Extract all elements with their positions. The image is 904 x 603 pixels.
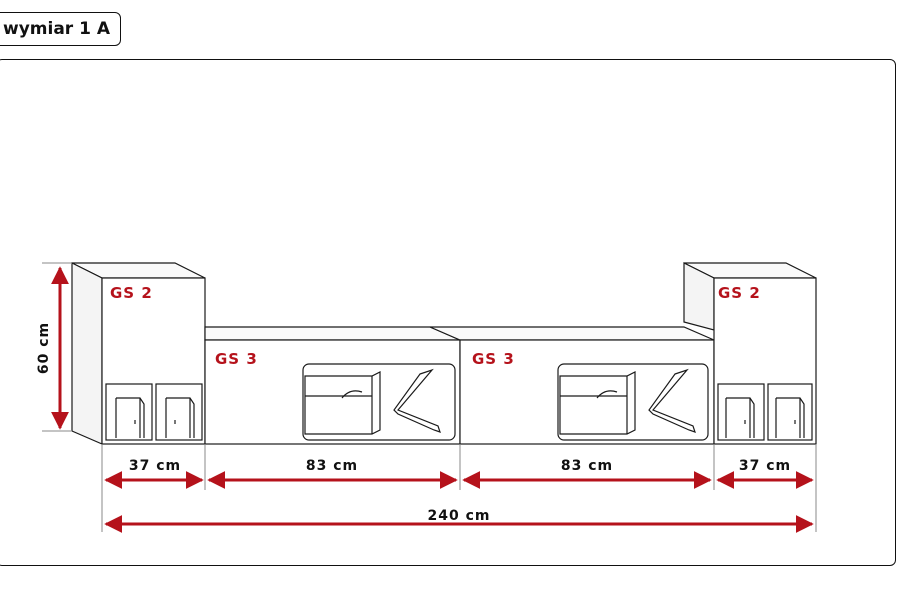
seg3-dimension-label: 83 cm (561, 458, 613, 474)
cabinet-left-tall (71, 262, 206, 445)
total-dimension-label: 240 cm (428, 508, 491, 524)
extension-lines (42, 262, 817, 532)
dimension-lines (51, 266, 814, 533)
diagram-title-tag: wymiar 1 A (0, 12, 122, 46)
cabinet-right-tall (683, 262, 817, 445)
diagram-frame (0, 59, 896, 566)
cabinet-mid-right (429, 326, 715, 445)
seg4-dimension-label: 37 cm (739, 458, 791, 474)
module-label-right: GS 2 (718, 284, 761, 302)
cabinet-mid-left (204, 326, 461, 445)
module-label-mid-left: GS 3 (215, 350, 258, 368)
seg2-dimension-label: 83 cm (306, 458, 358, 474)
furniture-outline (71, 262, 817, 445)
module-label-left: GS 2 (110, 284, 153, 302)
diagram-title: wymiar 1 A (3, 19, 111, 39)
height-dimension-label: 60 cm (36, 322, 52, 374)
seg1-dimension-label: 37 cm (129, 458, 181, 474)
module-label-mid-right: GS 3 (472, 350, 515, 368)
